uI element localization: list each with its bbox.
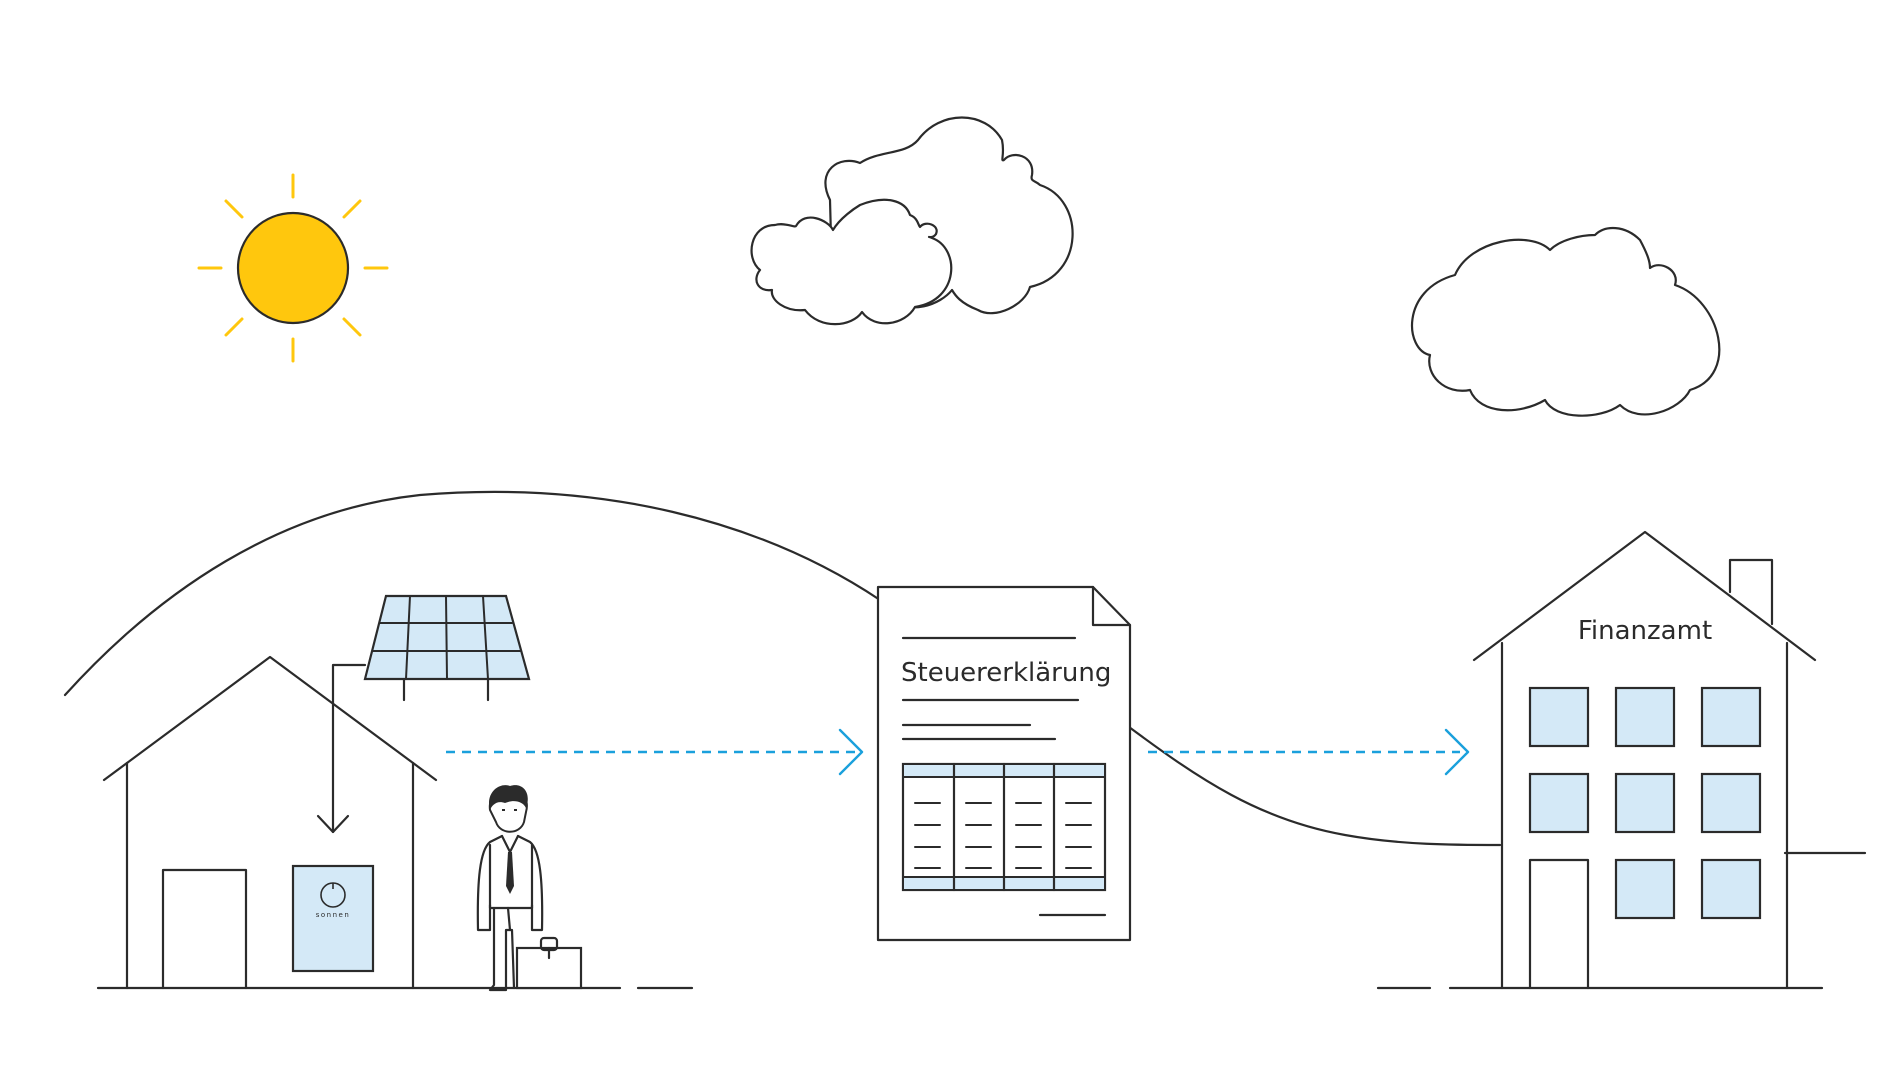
cloud-icon-right	[1410, 227, 1721, 417]
battery-brand-label: sonnen	[316, 911, 351, 919]
connector-line	[1123, 722, 1502, 847]
document-title: Steuererklärung	[901, 658, 1111, 688]
tax-office-label: Finanzamt	[1578, 616, 1712, 646]
dashed-arrow-icon-left	[446, 728, 864, 776]
businessman-icon	[476, 785, 544, 992]
cloud-icon-small	[750, 198, 953, 326]
house-icon	[102, 655, 438, 990]
sun-icon	[197, 173, 389, 363]
tax-document-icon: Steuererklärung	[876, 585, 1132, 942]
office-building-icon: Finanzamt	[1472, 530, 1817, 990]
arc-line	[63, 490, 882, 697]
solar-panel-icon	[316, 594, 531, 834]
dashed-arrow-icon-right	[1148, 728, 1470, 776]
battery-icon: sonnen	[291, 864, 375, 973]
briefcase-icon	[515, 936, 583, 990]
